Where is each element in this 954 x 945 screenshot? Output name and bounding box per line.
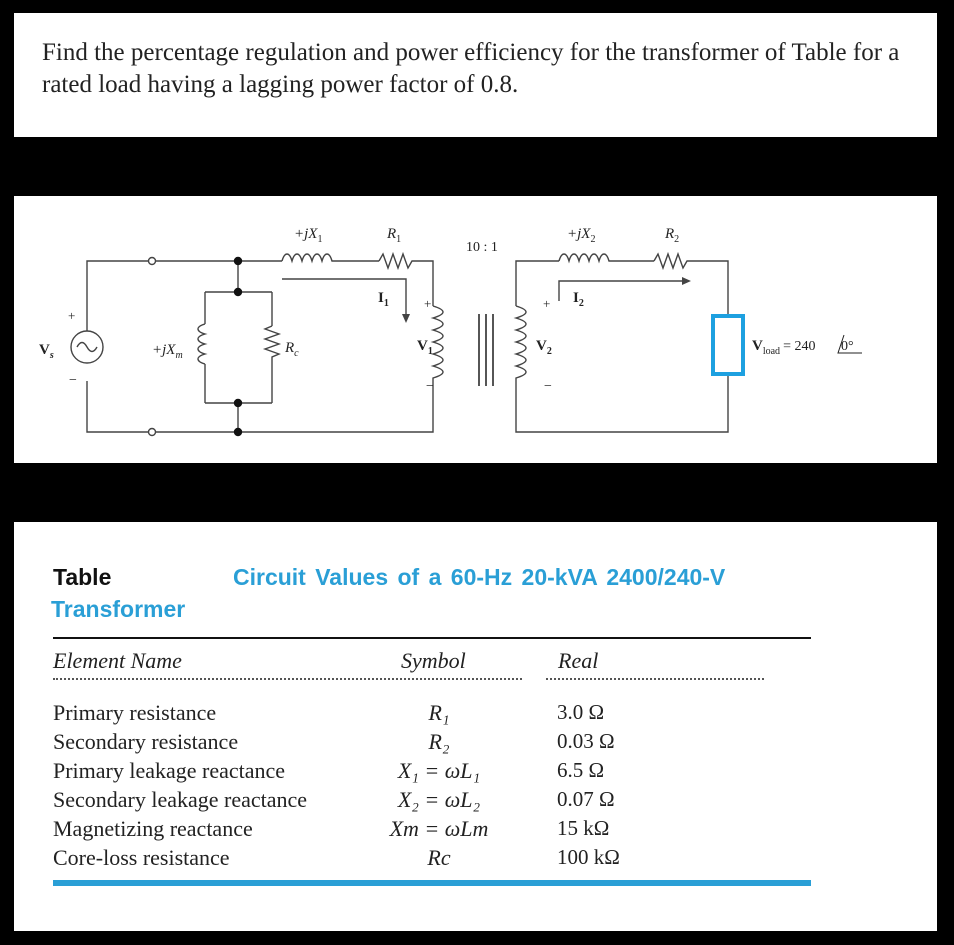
v1-label: V1 xyxy=(417,338,433,357)
table-title: Circuit Values of a 60-Hz 20-kVA 2400/24… xyxy=(233,564,726,590)
header-dotted-rule-real xyxy=(546,678,764,680)
header-dotted-rule xyxy=(53,678,522,680)
terminal-top xyxy=(147,256,157,266)
row-element-name: Primary resistance xyxy=(53,700,217,725)
table-row: Primary resistance R₁ 3.0 Ω xyxy=(14,700,937,729)
i1-label: I1 xyxy=(378,290,389,309)
vs-minus: − xyxy=(69,373,77,388)
vload-label: Vload= 240 xyxy=(752,338,815,357)
v1-minus: − xyxy=(426,379,434,394)
question-text: Find the percentage regulation and power… xyxy=(42,39,900,98)
row-real-value: 3.0 Ω xyxy=(557,700,605,724)
rc-label: Rc xyxy=(284,340,299,359)
table-row: Secondary leakage reactance X₂ = ωL₂ 0.0… xyxy=(14,787,937,816)
table-row: Magnetizing reactance Xm = ωLm 15 kΩ xyxy=(14,816,937,845)
table-label: Table xyxy=(53,564,112,590)
jx1-label: +jX1 xyxy=(294,226,322,245)
i2-arrow-path xyxy=(558,280,684,301)
angle-symbol xyxy=(837,334,862,354)
vs-plus: + xyxy=(68,308,75,323)
node-shunt-bottom xyxy=(233,398,243,408)
terminal-bottom xyxy=(147,427,157,437)
rc-resistor xyxy=(262,325,282,361)
i2-label: I2 xyxy=(573,290,584,309)
row-symbol: R₂ xyxy=(428,729,450,754)
wire-source-bottom xyxy=(86,381,149,433)
row-symbol: Xm = ωLm xyxy=(389,816,489,841)
load-impedance xyxy=(711,314,745,376)
i2-arrowhead xyxy=(682,277,691,285)
transformer-circuit-diagram: +jX1 R1 10 : 1 +jX2 R2 I1 I2 + + + − − −… xyxy=(39,226,862,437)
v2-minus: − xyxy=(544,379,552,394)
header-symbol: Symbol xyxy=(401,648,466,673)
node-bottom xyxy=(233,427,243,437)
row-real-value: 6.5 Ω xyxy=(557,758,605,782)
transformer-core xyxy=(478,314,494,386)
node-shunt-top xyxy=(233,287,243,297)
table-row: Core-loss resistance Rc 100 kΩ xyxy=(14,845,937,874)
vs-label: Vs xyxy=(39,342,54,361)
x1-inductor xyxy=(281,253,379,264)
wire-source-top xyxy=(86,260,149,351)
r1-resistor xyxy=(378,251,434,306)
r2-label: R2 xyxy=(664,226,679,245)
vload-angle: 0° xyxy=(841,339,854,354)
primary-winding xyxy=(430,305,444,396)
i1-arrow-path xyxy=(282,278,407,316)
x2-inductor xyxy=(558,253,654,264)
row-symbol: R₁ xyxy=(428,700,450,725)
row-real-value: 15 kΩ xyxy=(557,816,610,840)
v1-plus: + xyxy=(424,296,431,311)
table-title-continued: Transformer xyxy=(51,596,186,622)
v2-plus: + xyxy=(543,296,550,311)
table-top-rule xyxy=(53,637,811,639)
row-real-value: 0.03 Ω xyxy=(557,729,615,753)
secondary-winding xyxy=(513,305,527,396)
wire-load-bottom xyxy=(515,376,729,433)
r2-resistor xyxy=(653,251,729,316)
r1-label: R1 xyxy=(386,226,401,245)
circuit-panel: +jX1 R1 10 : 1 +jX2 R2 I1 I2 + + + − − −… xyxy=(14,196,937,463)
i1-arrowhead xyxy=(402,314,410,323)
row-symbol: X₁ = ωL₁ xyxy=(397,758,481,783)
row-real-value: 100 kΩ xyxy=(557,845,620,869)
jx2-label: +jX2 xyxy=(567,226,595,245)
xm-inductor xyxy=(197,323,208,365)
wire-secondary-top xyxy=(515,260,559,306)
row-element-name: Primary leakage reactance xyxy=(53,758,286,783)
wire-bottom-primary xyxy=(155,396,434,433)
table-row: Primary leakage reactance X₁ = ωL₁ 6.5 Ω xyxy=(14,758,937,787)
row-symbol: X₂ = ωL₂ xyxy=(397,787,481,812)
row-element-name: Secondary resistance xyxy=(53,729,239,754)
header-real: Real xyxy=(558,648,599,673)
jxm-label: +jXm xyxy=(152,342,183,361)
row-element-name: Secondary leakage reactance xyxy=(53,787,308,812)
ratio-label: 10 : 1 xyxy=(466,240,498,255)
header-element-name: Element Name xyxy=(53,648,182,673)
question-panel: Find the percentage regulation and power… xyxy=(14,13,937,137)
row-real-value: 0.07 Ω xyxy=(557,787,615,811)
node-top xyxy=(233,256,243,266)
v2-label: V2 xyxy=(536,338,552,357)
table-panel: Table Circuit Values of a 60-Hz 20-kVA 2… xyxy=(14,522,937,931)
table-row: Secondary resistance R₂ 0.03 Ω xyxy=(14,729,937,758)
ac-source-wave xyxy=(76,341,98,353)
row-element-name: Magnetizing reactance xyxy=(53,816,253,841)
table-bottom-rule xyxy=(53,880,811,886)
row-element-name: Core-loss resistance xyxy=(53,845,230,870)
row-symbol: Rc xyxy=(427,845,451,870)
